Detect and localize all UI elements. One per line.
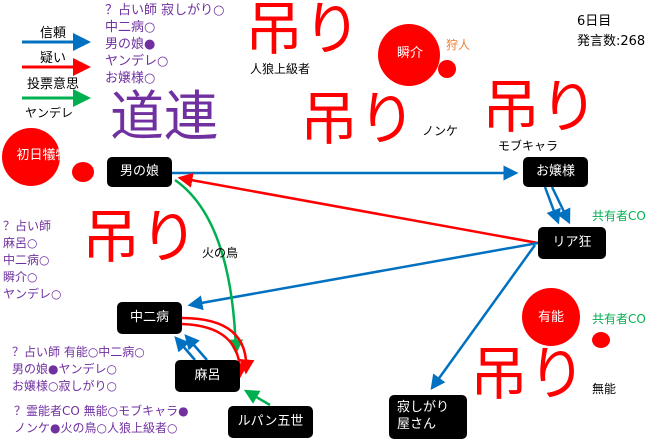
arrow-ojousama-riakyou-1 (543, 186, 561, 225)
dead-label-jinro: 人狼上級者 (250, 62, 311, 76)
arrow-ojousama-riakyou-2 (550, 186, 571, 225)
left-seer-list: ？占い師 麻呂○ 中二病○ 瞬介○ ヤンデレ○ (3, 218, 61, 303)
hang-label: 吊り (245, 0, 362, 63)
hang-label: 吊り (300, 85, 417, 153)
dead-label-yandere: ヤンデレ (25, 106, 74, 120)
hunter-label: 狩人 (446, 38, 471, 52)
list-item: ？占い師 有能○中二病○ (12, 345, 145, 359)
day-counter: 6日目 (577, 14, 612, 29)
blood-splat (438, 60, 456, 78)
node-ojousama[interactable]: お嬢様 (523, 157, 588, 187)
node-otokonoko[interactable]: 男の娘 (107, 157, 172, 187)
arrow-riakyou-chuunibyou (187, 241, 539, 311)
list-item: ヤンデレ○ (105, 54, 169, 69)
node-riakyou[interactable]: リア狂 (538, 227, 606, 259)
list-item: ？霊能者CO 無能○モブキャラ● (14, 404, 189, 418)
michizure-label: 道連 (110, 85, 218, 148)
co-label: 共有者CO (592, 209, 646, 223)
arrow-riakyou-sabishigari (430, 244, 537, 391)
arrow-otokonoko-maro-vote (174, 178, 244, 355)
node-chuunibyou[interactable]: 中二病 (117, 302, 182, 334)
hang-label: 吊り (482, 73, 599, 141)
node-shunsuke[interactable]: 瞬介 (396, 45, 423, 61)
blood-splat (592, 332, 610, 348)
list-item: ノンケ●火の鳥○人狼上級者○ (14, 421, 178, 435)
list-item: ？占い師 寂しがり○ (105, 3, 225, 18)
seer-block-2: ？占い師 有能○中二病○ 男の娘●ヤンデレ○ お嬢様○寂しがり○ (12, 344, 145, 395)
node-lupin[interactable]: ルパン五世 (228, 406, 313, 438)
dead-label-hinotori: 火の鳥 (202, 246, 239, 260)
blood-splat (522, 288, 580, 346)
blood-splat (72, 162, 94, 182)
post-count: 発言数:268 (577, 34, 646, 49)
arrow-chuunibyou-maro-1 (181, 316, 255, 375)
list-item: 中二病○ (3, 253, 50, 267)
legend-doubt-label: 疑い (40, 51, 67, 66)
list-item: 中二病○ (105, 20, 156, 35)
arrow-maro-chuunibyou-2 (184, 334, 208, 361)
list-item: 男の娘●ヤンデレ○ (12, 362, 117, 376)
list-item: お嬢様○ (105, 71, 156, 86)
legend-trust-label: 信頼 (40, 26, 67, 41)
list-item: 瞬介○ (3, 270, 38, 284)
hang-label: 吊り (82, 203, 199, 271)
arrow-riakyou-otokonoko (177, 172, 539, 245)
top-seer-list: ？占い師 寂しがり○ 中二病○ 男の娘● ヤンデレ○ お嬢様○ (105, 2, 224, 87)
game-status: 6日目 発言数:268 (577, 12, 645, 52)
node-maro[interactable]: 麻呂 (175, 360, 240, 392)
dead-label-nonke: ノンケ (422, 124, 459, 138)
node-first-victim[interactable]: 初日犠牲者 (16, 148, 82, 164)
list-item: お嬢様○寂しがり○ (12, 379, 117, 393)
dead-label-mob: モブキャラ (498, 139, 559, 153)
list-item: ？占い師 (3, 219, 52, 233)
list-item: 麻呂○ (3, 236, 38, 250)
medium-block: ？霊能者CO 無能○モブキャラ● ノンケ●火の鳥○人狼上級者○ (14, 403, 189, 437)
arrow-lupin-maro-vote (243, 389, 271, 407)
list-item: ヤンデレ○ (3, 287, 62, 301)
node-sabishigari[interactable]: 寂しがり屋さん (389, 395, 467, 439)
hang-label: 吊り (470, 340, 587, 408)
node-yuunou[interactable]: 有能 (537, 309, 564, 325)
blood-splat (378, 24, 440, 86)
blood-splat (2, 128, 60, 186)
legend-vote-label: 投票意思 (27, 77, 80, 92)
dead-label-munou: 無能 (592, 382, 617, 396)
co-label: 共有者CO (592, 312, 646, 326)
list-item: 男の娘● (105, 37, 156, 52)
